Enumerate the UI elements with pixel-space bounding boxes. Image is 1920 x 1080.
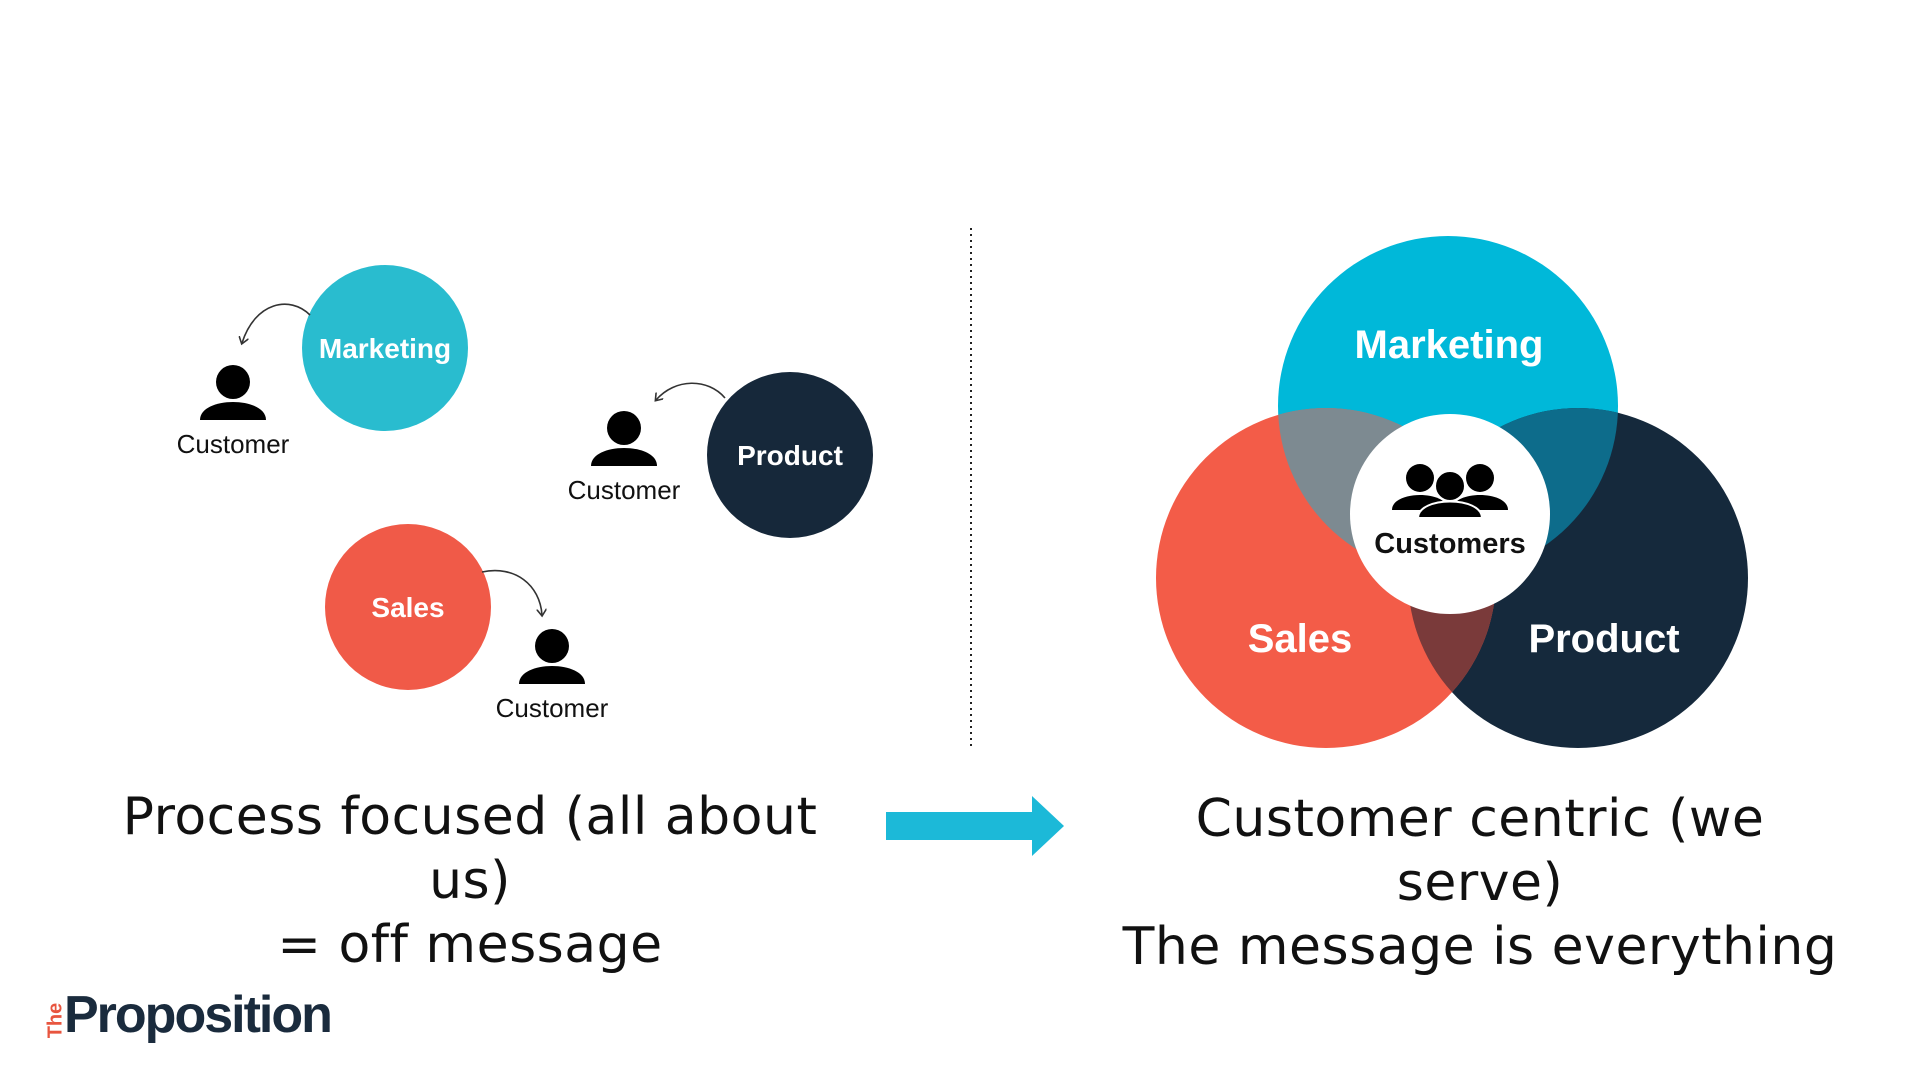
product-curved-arrow <box>656 382 726 400</box>
right-caption-line-1: Customer centric (we serve) <box>1195 789 1765 913</box>
venn-label-sales: Sales <box>1248 617 1353 661</box>
product-node-label: Product <box>737 440 843 471</box>
customer-icon <box>519 629 585 684</box>
left-caption: Process focused (all about us) = off mes… <box>90 785 850 977</box>
right-caption: Customer centric (we serve) The message … <box>1110 787 1850 979</box>
customer-label: Customer <box>177 429 290 459</box>
customer-icon <box>591 411 657 466</box>
sales-node <box>325 524 491 690</box>
venn-label-marketing: Marketing <box>1355 323 1544 367</box>
left-caption-line-1: Process focused (all about us) <box>122 787 818 911</box>
logo-wordmark: Proposition <box>64 986 333 1044</box>
customer-label: Customer <box>568 475 681 505</box>
left-caption-line-2: = off message <box>277 915 663 975</box>
marketing-curved-arrow <box>242 303 311 343</box>
sales-node-label: Sales <box>371 592 444 623</box>
group-people-icon <box>1392 464 1508 519</box>
customer-icon <box>200 365 266 420</box>
product-node <box>707 372 873 538</box>
right-caption-line-2: The message is everything <box>1122 917 1838 977</box>
customer-label: Customer <box>496 693 609 723</box>
sales-curved-arrow <box>481 569 542 615</box>
venn-label-product: Product <box>1528 617 1679 661</box>
customers-center-label: Customers <box>1374 528 1526 560</box>
marketing-node <box>302 265 468 431</box>
transition-arrow <box>886 796 1064 856</box>
marketing-node-label: Marketing <box>319 333 451 364</box>
